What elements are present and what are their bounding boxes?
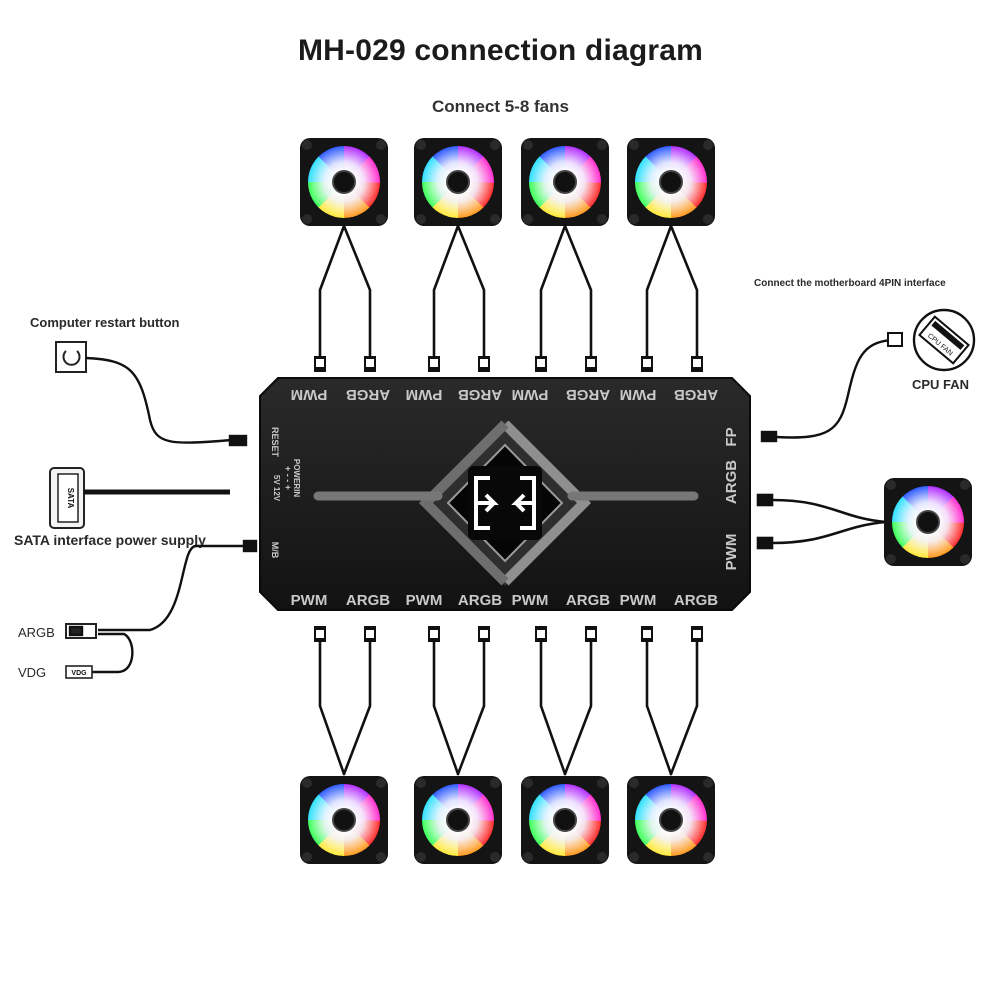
left-port-label: + - - + xyxy=(283,466,293,490)
top-port-label: ARGB xyxy=(346,386,390,403)
rgb-fan-icon xyxy=(332,808,356,832)
restart-button-connector xyxy=(55,341,248,447)
right-port-label: FP xyxy=(723,427,740,446)
fan-hub: PWM ARGB PWM ARGB PWM ARGB PWM ARGB PWM ARGB PWM AR… xyxy=(259,377,751,611)
rgb-fan-icon xyxy=(332,170,356,194)
rgb-fan-icon xyxy=(916,510,940,534)
left-port-label: POWERIN xyxy=(292,459,301,497)
top-port-label: PWM xyxy=(512,386,549,403)
cpu-fan-connector: CPU FAN xyxy=(760,308,976,443)
top-port-label: PWM xyxy=(620,386,657,403)
top-port-label: PWM xyxy=(291,386,328,403)
rgb-fan-top-2 xyxy=(414,138,502,226)
rgb-fan-top-3 xyxy=(521,138,609,226)
left-port-label: M/B xyxy=(270,542,280,559)
top-port-label: ARGB xyxy=(674,386,718,403)
top-port-label: ARGB xyxy=(566,386,610,403)
rgb-fan-icon xyxy=(659,170,683,194)
restart-button-label: Computer restart button xyxy=(30,315,180,330)
vdg-input-label: VDG xyxy=(18,665,47,680)
bottom-port-label: ARGB xyxy=(566,592,610,609)
bottom-port-label: ARGB xyxy=(674,592,718,609)
bottom-port-label: PWM xyxy=(291,592,328,609)
rgb-fan-bottom-2 xyxy=(414,776,502,864)
rgb-fan-icon xyxy=(553,170,577,194)
rgb-fan-top-1 xyxy=(300,138,388,226)
bottom-port-label: PWM xyxy=(512,592,549,609)
left-port-label: 5V 12V xyxy=(272,475,281,502)
right-port-label: PWM xyxy=(723,534,740,571)
rgb-fan-icon xyxy=(659,808,683,832)
rgb-fan-icon xyxy=(446,170,470,194)
rgb-fan-icon xyxy=(553,808,577,832)
argb-vdg-input: VDG xyxy=(65,539,258,679)
diagram-title: MH-029 connection diagram xyxy=(297,34,704,67)
bottom-port-label: PWM xyxy=(620,592,657,609)
diagram-subtitle: Connect 5-8 fans xyxy=(432,97,569,116)
rgb-fan-side xyxy=(884,478,972,566)
rgb-fan-bottom-1 xyxy=(300,776,388,864)
top-port-label: PWM xyxy=(406,386,443,403)
left-port-label: RESET xyxy=(270,427,280,458)
argb-input-label: ARGB xyxy=(18,625,55,640)
bottom-port-label: PWM xyxy=(406,592,443,609)
motherboard-4pin-label: Connect the motherboard 4PIN interface xyxy=(754,278,946,289)
rgb-fan-icon xyxy=(446,808,470,832)
bottom-port-label: ARGB xyxy=(346,592,390,609)
sata-power-label: SATA interface power supply xyxy=(14,532,206,548)
hub-logo xyxy=(313,420,699,586)
rgb-fan-top-4 xyxy=(627,138,715,226)
sata-power-connector: SATA xyxy=(49,467,230,529)
bottom-port-label: ARGB xyxy=(458,592,502,609)
side-fan-cables xyxy=(756,493,887,550)
vdg-connector-icon xyxy=(65,665,93,679)
cpu-fan-label: CPU FAN xyxy=(912,377,970,392)
rgb-fan-bottom-4 xyxy=(627,776,715,864)
power-restart-icon xyxy=(55,341,87,373)
vdg-connector-text: VDG xyxy=(71,670,87,677)
sata-connector-text: SATA xyxy=(66,488,75,509)
rgb-fan-bottom-3 xyxy=(521,776,609,864)
right-port-label: ARGB xyxy=(723,460,740,504)
top-port-label: ARGB xyxy=(458,386,502,403)
